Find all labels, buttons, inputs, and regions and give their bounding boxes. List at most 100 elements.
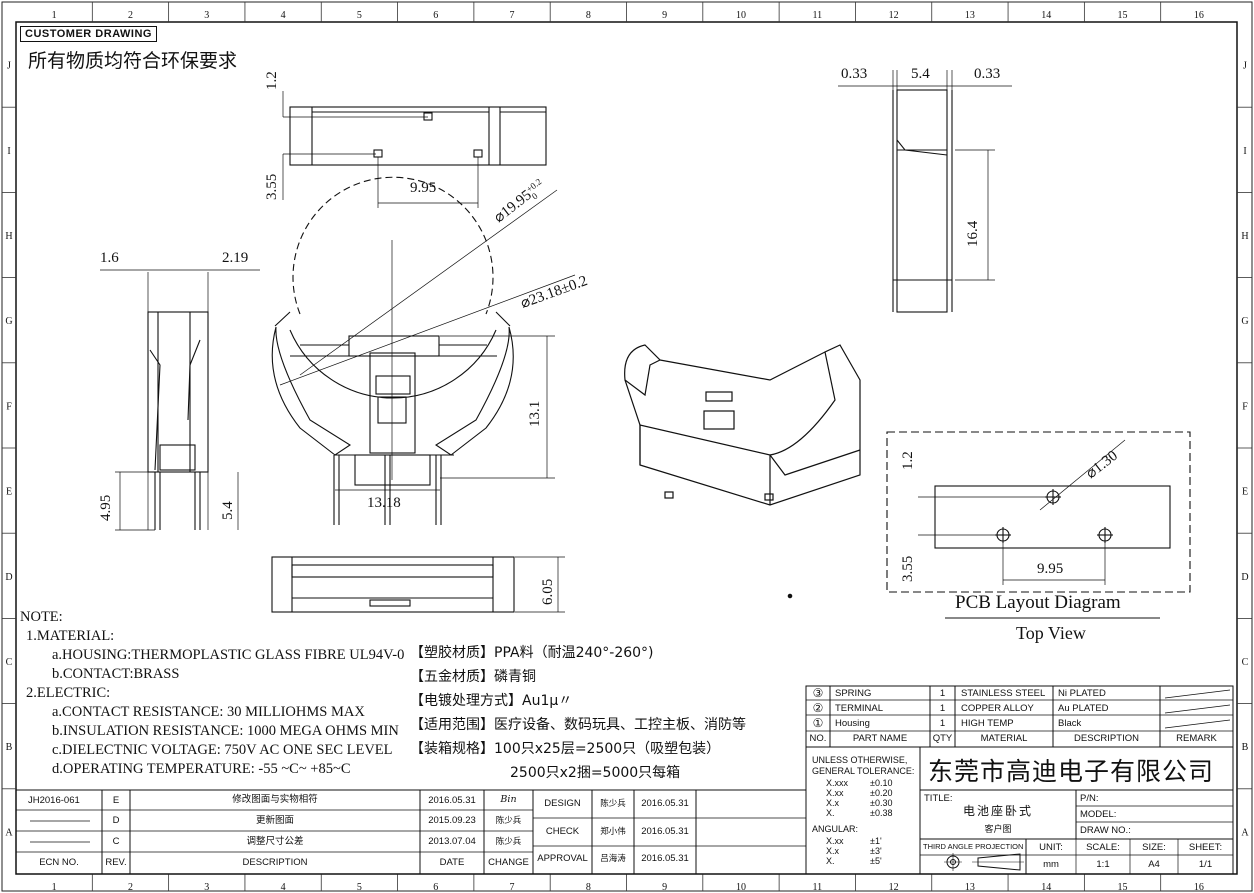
grid-column-label: 3 xyxy=(204,882,209,893)
grid-row-label-left: C xyxy=(6,657,13,668)
grid-row-label-left: G xyxy=(5,316,12,327)
grid-column-label: 1 xyxy=(52,882,57,893)
approval-approval-name: 吕海涛 xyxy=(600,854,626,864)
notes-temperature: d.OPERATING TEMPERATURE: -55 ~C~ +85~C xyxy=(52,761,351,777)
tolerance-angular: ANGULAR: xyxy=(812,824,859,834)
grid-row-label-left: H xyxy=(5,231,12,242)
isometric-view xyxy=(624,344,861,506)
tolerance-xxx: X.xx xyxy=(826,788,844,798)
bom-qty-3: 1 xyxy=(939,718,946,729)
grid-row-label-left: I xyxy=(7,146,10,157)
bom-no-1: ① xyxy=(812,716,824,730)
grid-row-label-right: H xyxy=(1241,231,1248,242)
pcb-layout xyxy=(886,431,1191,619)
dim-front-13-1: 13.1 xyxy=(527,400,543,427)
rev-header-rev: REV. xyxy=(105,857,127,868)
tolerance-x-value: ±0.38 xyxy=(870,808,893,818)
bom-no-3: ③ xyxy=(812,686,824,700)
dim-top-1-2: 1.2 xyxy=(264,71,280,90)
dim-right-0-33-a: 0.33 xyxy=(841,66,868,82)
approval-check-date: 2016.05.31 xyxy=(641,826,689,837)
grid-column-label: 5 xyxy=(357,882,362,893)
grid-column-label: 11 xyxy=(812,882,822,893)
grid-column-label: 16 xyxy=(1194,882,1204,893)
size-label: SIZE: xyxy=(1142,842,1166,853)
grid-column-label: 6 xyxy=(433,882,438,893)
revision-table xyxy=(15,789,534,875)
tolerance-ang-xx: X.xx xyxy=(826,836,844,846)
grid-column-label: 16 xyxy=(1194,10,1204,21)
tolerance-xx-value: ±0.30 xyxy=(870,798,893,808)
rev-header-change: CHANGE xyxy=(488,857,529,868)
cn-note-metal: 【五金材质】磷青铜 xyxy=(410,669,536,685)
title-block xyxy=(787,593,1234,875)
cn-note-packing: 【装箱规格】100只x25层=2500只（吸塑包装） xyxy=(410,741,721,757)
tolerance-ang-int-value: ±5' xyxy=(870,856,882,866)
dim-bottom-6-05: 6.05 xyxy=(540,578,556,605)
grid-column-label: 7 xyxy=(510,882,515,893)
rev-header-description: DESCRIPTION xyxy=(242,857,308,868)
grid-column-label: 11 xyxy=(812,10,822,21)
grid-column-label: 15 xyxy=(1118,882,1128,893)
tolerance-xxx-value: ±0.20 xyxy=(870,788,893,798)
drawno-label: DRAW NO.: xyxy=(1080,825,1131,836)
dim-pcb-1-2: 1.2 xyxy=(900,451,916,470)
approval-design-date: 2016.05.31 xyxy=(641,798,689,809)
rev-change-c: 陈少兵 xyxy=(495,837,522,847)
grid-row-label-left: B xyxy=(6,742,13,753)
grid-column-label: 8 xyxy=(586,10,591,21)
bom-desc-3: Black xyxy=(1058,718,1082,729)
pn-label: P/N: xyxy=(1080,793,1099,804)
cn-note-plating: 【电镀处理方式】Au1μ〃 xyxy=(410,693,573,709)
rev-date-d: 2015.09.23 xyxy=(428,815,476,826)
dim-left-1-6: 1.6 xyxy=(100,250,119,266)
tolerance-xx: X.x xyxy=(826,798,840,808)
bom-header-remark: REMARK xyxy=(1176,733,1217,744)
bom-material-3: HIGH TEMP xyxy=(961,718,1014,729)
bom-header-part: PART NAME xyxy=(852,733,908,744)
approval-design-name: 陈少兵 xyxy=(600,799,626,809)
dim-left-5-4: 5.4 xyxy=(220,501,236,520)
grid-column-label: 9 xyxy=(662,10,667,21)
approval-check-label: CHECK xyxy=(545,826,580,837)
unit-label: UNIT: xyxy=(1039,842,1063,853)
grid-row-label-left: E xyxy=(6,487,12,498)
bom-header-no: NO. xyxy=(809,733,827,744)
tolerance-title-1: UNLESS OTHERWISE, xyxy=(812,755,908,765)
grid-column-label: 15 xyxy=(1118,10,1128,21)
projection-label: THIRD ANGLE PROJECTION xyxy=(923,842,1024,851)
rev-date-e: 2016.05.31 xyxy=(428,795,476,806)
rev-ecn-e: JH2016-061 xyxy=(28,795,80,806)
unit-value: mm xyxy=(1043,859,1059,870)
pcb-top-view-label: Top View xyxy=(1016,623,1086,643)
grid-column-label: 13 xyxy=(965,10,975,21)
bom-material-1: STAINLESS STEEL xyxy=(961,688,1046,699)
part-title: 电池座卧式 xyxy=(962,804,1033,818)
tolerance-title-2: GENERAL TOLERANCE: xyxy=(812,766,915,776)
notes-contact-resistance: a.CONTACT RESISTANCE: 30 MILLIOHMS MAX xyxy=(52,704,365,720)
dim-left-2-19: 2.19 xyxy=(222,250,249,266)
grid-column-label: 14 xyxy=(1041,10,1051,21)
side-view xyxy=(100,269,260,531)
rev-header-ecn: ECN NO. xyxy=(39,857,79,868)
rev-c: C xyxy=(112,836,120,847)
rev-change-d: 陈少兵 xyxy=(495,816,522,826)
grid-row-label-right: I xyxy=(1243,146,1246,157)
rev-desc-e: 修改图面与实物相符 xyxy=(232,794,318,805)
grid-column-label: 14 xyxy=(1041,882,1051,893)
bom-part-terminal: TERMINAL xyxy=(835,703,884,714)
cn-note-application: 【适用范围】医疗设备、数码玩具、工控主板、消防等 xyxy=(410,717,746,733)
grid-row-label-left: F xyxy=(6,401,12,412)
grid-column-label: 4 xyxy=(281,10,286,21)
rev-change-e: Bin xyxy=(500,794,517,805)
grid-row-label-right: J xyxy=(1243,61,1247,72)
notes-electric: 2.ELECTRIC: xyxy=(26,685,111,701)
grid-column-label: 10 xyxy=(736,882,746,893)
bom-desc-2: Au PLATED xyxy=(1058,703,1109,714)
bottom-view xyxy=(271,556,565,613)
tolerance-ang-xx-value: ±1' xyxy=(870,836,882,846)
dim-top-9-95: 9.95 xyxy=(410,180,437,196)
bom-part-housing: Housing xyxy=(835,718,870,729)
notes-material: 1.MATERIAL: xyxy=(26,628,115,644)
